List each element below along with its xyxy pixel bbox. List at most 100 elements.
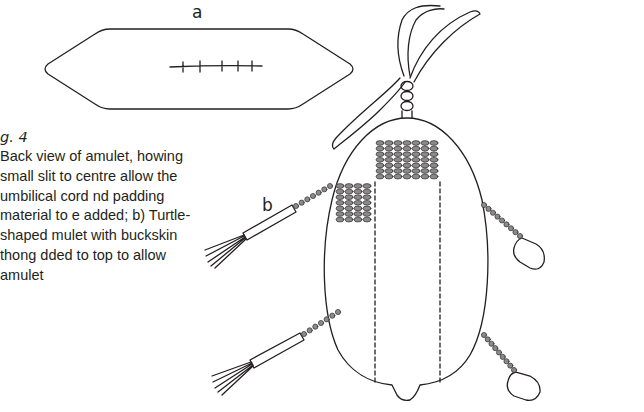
bead [394, 163, 402, 168]
bead [421, 141, 429, 146]
bead [412, 146, 420, 151]
figure-label: b [262, 195, 273, 215]
figure-label: a [192, 2, 202, 22]
bead [345, 212, 353, 217]
bead [330, 313, 335, 318]
bead [481, 332, 486, 337]
bead [385, 141, 393, 146]
bead [394, 152, 402, 157]
bead [345, 189, 353, 194]
bead [403, 169, 411, 174]
bead [493, 346, 498, 351]
bead [403, 146, 411, 151]
bead [403, 141, 411, 146]
bead [412, 174, 420, 179]
bead [336, 184, 344, 189]
bead [385, 169, 393, 174]
bead [511, 367, 516, 372]
bead [336, 195, 344, 200]
tin-pendant [514, 238, 545, 269]
bead [345, 200, 353, 205]
bead [336, 206, 344, 211]
bead [363, 184, 371, 189]
bead [385, 152, 393, 157]
bead [403, 163, 411, 168]
bead [394, 174, 402, 179]
bead [421, 174, 429, 179]
dashed-seam [375, 182, 440, 383]
buckskin-thong [332, 6, 480, 149]
bead [394, 141, 402, 146]
bead [421, 157, 429, 162]
bead [500, 354, 505, 359]
bead [376, 163, 384, 168]
bead [363, 195, 371, 200]
bead [336, 200, 344, 205]
bead [508, 363, 513, 368]
bead [316, 190, 321, 195]
bead [376, 157, 384, 162]
bead [313, 324, 318, 329]
bead [394, 146, 402, 151]
bead [322, 187, 327, 192]
tin-pendant [507, 372, 540, 400]
bead [376, 141, 384, 146]
bead [490, 210, 495, 215]
bead [335, 309, 340, 314]
amulet-back [45, 29, 353, 109]
bead [394, 157, 402, 162]
bead [385, 163, 393, 168]
bead [336, 189, 344, 194]
bead [495, 214, 500, 219]
bead [310, 193, 315, 198]
bead [363, 217, 371, 222]
bead [412, 163, 420, 168]
bead [345, 195, 353, 200]
bead [354, 200, 362, 205]
bead [363, 212, 371, 217]
bead [345, 206, 353, 211]
bead [430, 141, 438, 146]
bead [421, 169, 429, 174]
bead [430, 152, 438, 157]
bead [324, 317, 329, 322]
bead [376, 152, 384, 157]
bead [354, 184, 362, 189]
bead [499, 218, 504, 223]
bead [486, 206, 491, 211]
bead [354, 195, 362, 200]
bead [376, 169, 384, 174]
bead [412, 169, 420, 174]
bead [508, 226, 513, 231]
bead [481, 202, 486, 207]
bead [327, 183, 332, 188]
stitched-slit [170, 61, 262, 72]
bead [412, 152, 420, 157]
bead [293, 203, 298, 208]
bead [513, 230, 518, 235]
hair-fringe [212, 362, 253, 395]
bead [305, 197, 310, 202]
bead [430, 169, 438, 174]
bead [385, 157, 393, 162]
bead [363, 206, 371, 211]
bead [354, 189, 362, 194]
tin-cone [250, 333, 304, 368]
bead [412, 157, 420, 162]
figure-label: g. 4 [0, 129, 28, 145]
bead [517, 233, 522, 238]
bead [363, 189, 371, 194]
turtle-body [324, 118, 488, 400]
bead [421, 163, 429, 168]
bead [403, 174, 411, 179]
bead [385, 146, 393, 151]
bead [421, 146, 429, 151]
bead [345, 184, 353, 189]
beadwork [293, 141, 522, 373]
bead [489, 341, 494, 346]
bead [354, 206, 362, 211]
hair-fringe [205, 235, 246, 268]
bead [307, 328, 312, 333]
bead [421, 152, 429, 157]
